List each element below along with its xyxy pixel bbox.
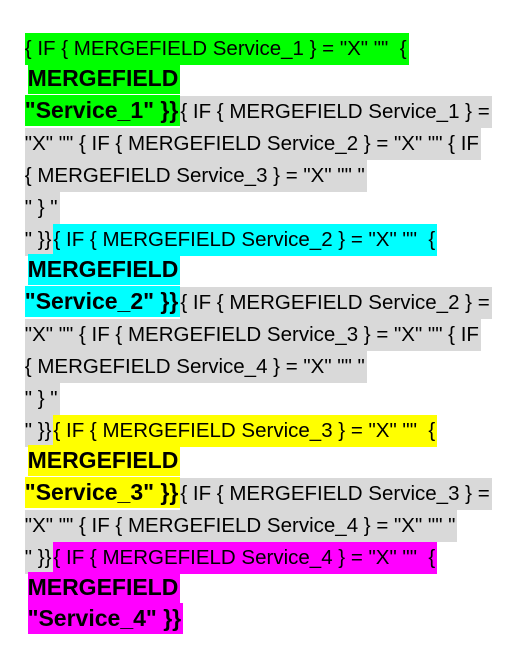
- nested-if-field[interactable]: { MERGEFIELD Service_3 } = "X" "" ": [24, 160, 367, 192]
- service-4-if-field[interactable]: { IF { MERGEFIELD Service_4 } = "X" "" {: [53, 542, 438, 574]
- nested-if-field[interactable]: { IF { MERGEFIELD Service_1 } =: [180, 96, 492, 128]
- field-code-line: MERGEFIELD: [2, 541, 181, 634]
- field-code-line: " }}{ IF { MERGEFIELD Service_4 } = "X" …: [2, 510, 438, 606]
- nested-if-field[interactable]: { IF { MERGEFIELD Service_2 } =: [180, 287, 492, 319]
- field-code-line: " }}{ IF { MERGEFIELD Service_2 } = "X" …: [2, 192, 438, 288]
- field-code-line: "Service_2" }}{ IF { MERGEFIELD Service_…: [2, 254, 492, 351]
- field-code-line: { IF { MERGEFIELD Service_1 } = "X" "" {: [2, 1, 409, 97]
- service-4-name[interactable]: "Service_4" }}: [27, 603, 184, 634]
- service-3-name[interactable]: "Service_3" }}: [24, 477, 181, 508]
- field-code-line: " }}{ IF { MERGEFIELD Service_3 } = "X" …: [2, 383, 438, 479]
- nested-if-field[interactable]: " } ": [24, 192, 60, 224]
- service-3-if-field[interactable]: { IF { MERGEFIELD Service_3 } = "X" "" {: [53, 415, 438, 447]
- nested-if-field[interactable]: " }}: [24, 415, 54, 447]
- field-code-line: " } ": [2, 160, 60, 256]
- nested-if-field[interactable]: "X" "" { IF { MERGEFIELD Service_3 } = "…: [24, 319, 481, 351]
- document-body: { IF { MERGEFIELD Service_1 } = "X" "" {…: [2, 1, 492, 634]
- service-2-name[interactable]: "Service_2" }}: [24, 286, 181, 317]
- mergefield-keyword[interactable]: MERGEFIELD: [27, 572, 181, 603]
- field-code-line: "X" "" { IF { MERGEFIELD Service_2 } = "…: [2, 96, 481, 192]
- mergefield-keyword[interactable]: MERGEFIELD: [27, 254, 181, 285]
- mergefield-keyword[interactable]: MERGEFIELD: [27, 63, 181, 94]
- field-code-line: "X" "" { IF { MERGEFIELD Service_4 } = "…: [2, 478, 458, 574]
- nested-if-field[interactable]: "X" "" { IF { MERGEFIELD Service_4 } = "…: [24, 510, 458, 542]
- field-code-line: "Service_3" }}{ IF { MERGEFIELD Service_…: [2, 445, 492, 542]
- service-1-if-field[interactable]: { IF { MERGEFIELD Service_1 } = "X" "" {: [24, 33, 409, 65]
- field-code-line: "Service_1" }}{ IF { MERGEFIELD Service_…: [2, 63, 492, 160]
- nested-if-field[interactable]: " }}: [24, 542, 54, 574]
- nested-if-field[interactable]: { MERGEFIELD Service_4 } = "X" "" ": [24, 351, 367, 383]
- service-1-name[interactable]: "Service_1" }}: [24, 95, 181, 126]
- nested-if-field[interactable]: " } ": [24, 383, 60, 415]
- field-code-line: "X" "" { IF { MERGEFIELD Service_3 } = "…: [2, 287, 481, 383]
- nested-if-field[interactable]: "X" "" { IF { MERGEFIELD Service_2 } = "…: [24, 128, 481, 160]
- mergefield-keyword[interactable]: MERGEFIELD: [27, 445, 181, 476]
- nested-if-field[interactable]: { IF { MERGEFIELD Service_3 } =: [180, 478, 492, 510]
- field-code-line: "Service_4" }}: [2, 572, 184, 665]
- nested-if-field[interactable]: " }}: [24, 224, 54, 256]
- field-code-line: MERGEFIELD: [2, 414, 181, 507]
- field-code-line: " } ": [2, 351, 60, 447]
- field-code-line: { MERGEFIELD Service_4 } = "X" "" ": [2, 319, 367, 415]
- field-code-line: MERGEFIELD: [2, 223, 181, 316]
- field-code-line: MERGEFIELD: [2, 32, 181, 125]
- service-2-if-field[interactable]: { IF { MERGEFIELD Service_2 } = "X" "" {: [53, 224, 438, 256]
- field-code-line: { MERGEFIELD Service_3 } = "X" "" ": [2, 128, 367, 224]
